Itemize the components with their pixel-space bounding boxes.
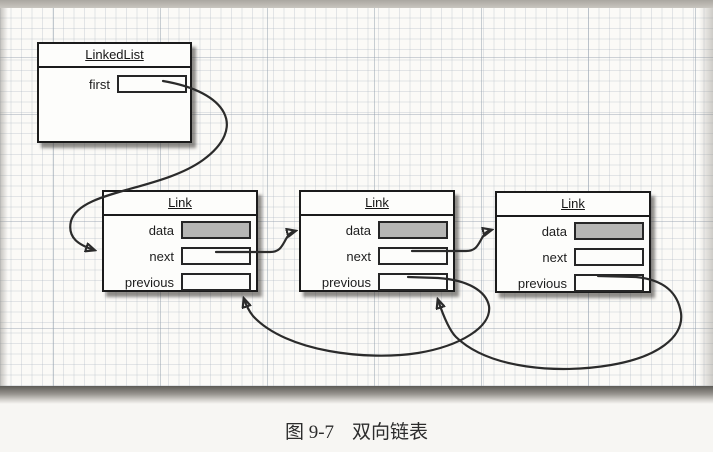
next-pointer-slot — [574, 248, 644, 266]
link-class-box-1: Link data next previous — [102, 190, 258, 292]
class-title: Link — [497, 193, 649, 217]
scan-top-edge — [0, 0, 713, 8]
field-label: previous — [321, 274, 371, 290]
field-row-next: next — [104, 243, 256, 269]
field-label: previous — [517, 275, 567, 291]
field-row-data: data — [497, 218, 649, 244]
field-row-data: data — [301, 217, 453, 243]
data-value-slot — [574, 222, 644, 240]
next-pointer-slot — [378, 247, 448, 265]
field-row-next: next — [497, 244, 649, 270]
figure-title: 双向链表 — [352, 422, 429, 443]
field-label: previous — [124, 274, 174, 290]
field-row-previous: previous — [301, 269, 453, 295]
class-title: Link — [104, 192, 256, 216]
field-label: first — [89, 76, 110, 92]
figure-caption: 图 9-7 双向链表 — [0, 417, 713, 444]
first-pointer-slot — [117, 75, 187, 93]
scan-left-edge — [0, 8, 8, 386]
field-row-first: first — [39, 71, 190, 97]
previous-pointer-slot — [181, 273, 251, 291]
field-row-previous: previous — [104, 269, 256, 295]
data-value-slot — [181, 221, 251, 239]
field-label: data — [541, 223, 567, 239]
field-label: next — [346, 248, 371, 264]
field-label: next — [542, 249, 567, 265]
link-class-box-2: Link data next previous — [299, 190, 455, 292]
field-row-data: data — [104, 217, 256, 243]
field-row-next: next — [301, 243, 453, 269]
figure-number: 图 9-7 — [284, 422, 335, 443]
class-title: Link — [301, 192, 453, 216]
data-value-slot — [378, 221, 448, 239]
field-label: data — [345, 222, 371, 238]
scan-bottom-shadow — [0, 386, 713, 404]
field-row-previous: previous — [497, 270, 649, 296]
next-pointer-slot — [181, 247, 251, 265]
field-label: next — [149, 248, 174, 264]
link-class-box-3: Link data next previous — [495, 191, 651, 293]
previous-pointer-slot — [378, 273, 448, 291]
scan-right-edge — [699, 8, 713, 386]
class-title: LinkedList — [39, 44, 190, 68]
field-label: data — [148, 222, 174, 238]
previous-pointer-slot — [574, 274, 644, 292]
linkedlist-class-box: LinkedList first — [37, 42, 192, 143]
